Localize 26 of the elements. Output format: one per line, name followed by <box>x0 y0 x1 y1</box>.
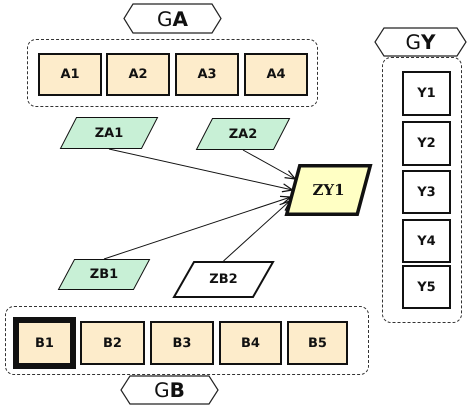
process-box: B4 <box>219 321 282 365</box>
process-box: A2 <box>106 53 170 96</box>
data-parallelogram: ZA2 <box>196 118 290 150</box>
arrow <box>242 150 296 180</box>
process-box: Y5 <box>402 265 451 309</box>
data-parallelogram: ZY1 <box>285 164 372 216</box>
process-box: Y4 <box>402 219 451 263</box>
process-box: Y2 <box>402 121 451 166</box>
process-box: B3 <box>150 321 214 365</box>
data-parallelogram: ZB1 <box>58 259 150 290</box>
process-box: B5 <box>287 321 348 365</box>
process-box: Y1 <box>402 71 451 116</box>
process-box: B2 <box>80 321 145 365</box>
process-box: B1 <box>13 317 76 369</box>
data-parallelogram: ZB2 <box>173 261 274 298</box>
data-parallelogram: ZA1 <box>60 117 158 149</box>
arrow <box>108 148 294 192</box>
group-tag: GB <box>120 375 219 405</box>
process-box: Y3 <box>402 170 451 214</box>
arrow <box>223 200 290 262</box>
group-tag: GY <box>374 27 467 57</box>
process-box: A1 <box>38 53 102 96</box>
process-box: A4 <box>244 53 308 96</box>
process-box: A3 <box>175 53 239 96</box>
group-tag: GA <box>123 3 222 34</box>
arrow <box>104 196 292 260</box>
